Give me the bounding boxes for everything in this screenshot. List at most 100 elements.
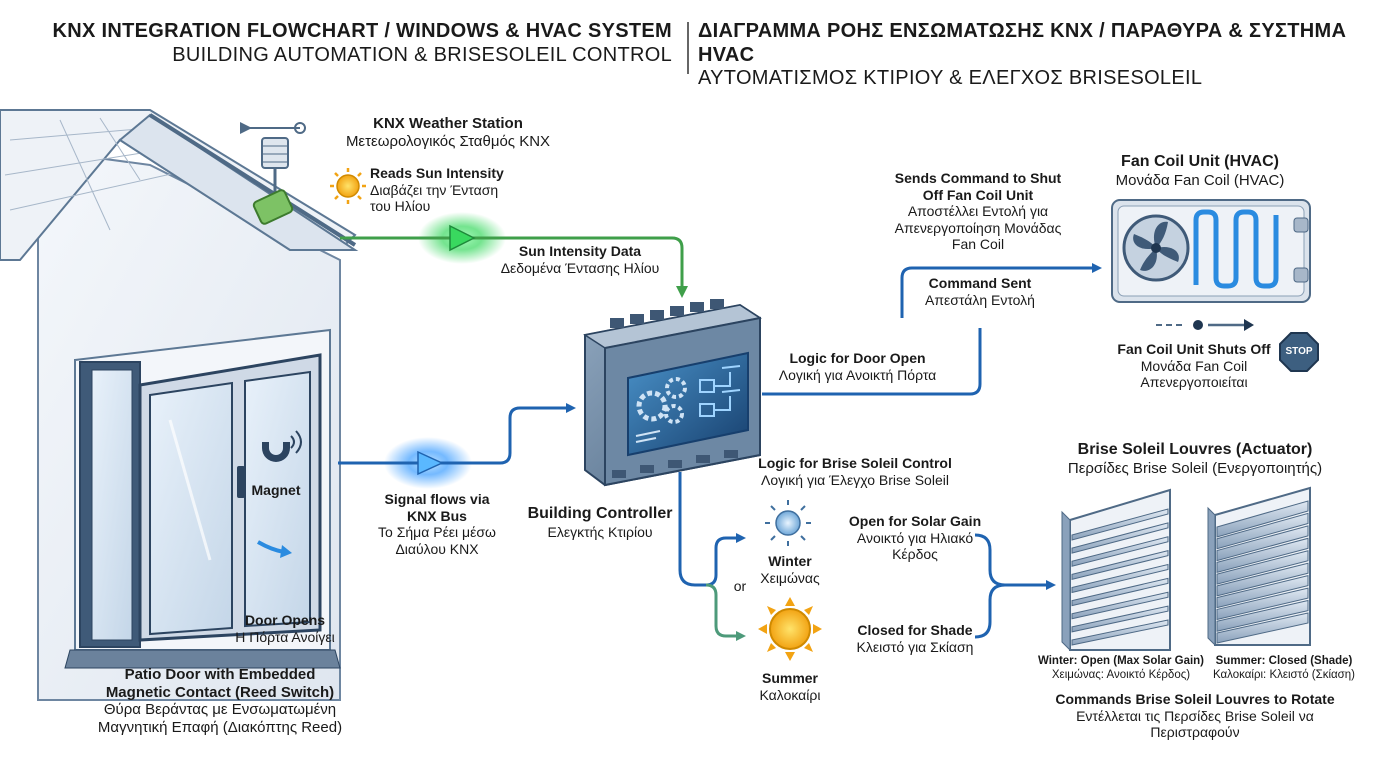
closed-shade-label: Closed for Shade Κλειστό για Σκίαση xyxy=(835,622,995,655)
patio-door-title-1: Patio Door with Embedded xyxy=(124,666,316,683)
subtitle-gr: ΑΥΤΟΜΑΤΙΣΜΟΣ ΚΤΙΡΙΟΥ & ΕΛΕΓΧΟΣ BRISESOLE… xyxy=(698,67,1203,90)
louvres-title-label: Brise Soleil Louvres (Actuator) Περσίδες… xyxy=(1040,441,1350,478)
door-logic-line xyxy=(762,328,982,396)
fan-coil-shuts-gr-2: Απενεργοποιείται xyxy=(1140,374,1248,391)
stop-sign-icon xyxy=(1279,332,1319,372)
sun-data-label: Sun Intensity Data Δεδομένα Έντασης Ηλίο… xyxy=(480,243,680,276)
sends-command-en-1: Sends Command to Shut xyxy=(894,170,1062,186)
command-line xyxy=(900,263,1102,318)
louvres-winter-caption: Winter: Open (Max Solar Gain) Χειμώνας: … xyxy=(1036,655,1206,682)
sends-command-gr-3: Fan Coil xyxy=(951,236,1005,253)
louvre-slat xyxy=(1071,591,1169,620)
louvre-slat xyxy=(1216,562,1309,597)
command-sent-gr: Απεστάλη Εντολή xyxy=(925,291,1035,308)
header-gr: ΔΙΑΓΡΑΜΜΑ ΡΟΗΣ ΕΝΣΩΜΑΤΩΣΗΣ KNX / ΠΑΡΑΘΥΡ… xyxy=(698,20,1368,91)
louvre-slat xyxy=(1216,537,1309,573)
controller-en: Building Controller xyxy=(527,505,673,522)
subtitle-en: BUILDING AUTOMATION & BRISESOLEIL CONTRO… xyxy=(172,43,672,66)
command-sent-en: Command Sent xyxy=(928,275,1032,291)
brise-logic-line xyxy=(678,472,706,587)
stop-sign-text: STOP xyxy=(1285,346,1313,357)
weather-station-title: KNX Weather Station xyxy=(373,115,523,132)
open-solar-label: Open for Solar Gain Ανοικτό για Ηλιακό Κ… xyxy=(835,513,995,563)
summer-label: Summer Καλοκαίρι xyxy=(750,670,830,703)
logic-door-gr: Λογική για Ανοικτή Πόρτα xyxy=(778,366,937,383)
door-opens-gr: Η Πόρτα Ανοίγει xyxy=(235,628,335,645)
sun-data-line xyxy=(340,236,688,298)
sun-data-en: Sun Intensity Data xyxy=(518,243,642,259)
louvre-slat xyxy=(1071,522,1169,554)
sends-command-gr-1: Αποστέλλει Εντολή για xyxy=(907,203,1049,220)
weather-station-icon xyxy=(240,122,306,225)
building-controller-device xyxy=(583,299,762,487)
louvre-slat xyxy=(1216,500,1309,538)
patio-door-gr-1: Θύρα Βεράντας με Ενσωματωμένη xyxy=(103,701,337,719)
patio-door-label: Patio Door with Embedded Magnetic Contac… xyxy=(40,666,400,737)
open-solar-gr-1: Ανοικτό για Ηλιακό xyxy=(856,529,974,546)
closed-shade-gr: Κλειστό για Σκίαση xyxy=(856,638,974,655)
logic-brise-label: Logic for Brise Soleil Control Λογική γι… xyxy=(740,455,970,488)
winter-branch-line xyxy=(705,533,746,587)
fan-coil-unit-illustration xyxy=(1111,199,1311,303)
fan-coil-title-gr: Μονάδα Fan Coil (HVAC) xyxy=(1115,171,1285,189)
title-en: KNX INTEGRATION FLOWCHART / WINDOWS & HV… xyxy=(52,20,672,42)
louvre-slat xyxy=(1071,563,1169,594)
signal-gr-2: Διαύλου KNX xyxy=(395,540,479,557)
winter-sun-icon xyxy=(765,500,811,546)
sun-data-gr: Δεδομένα Έντασης Ηλίου xyxy=(500,259,660,276)
open-solar-gr-2: Κέρδος xyxy=(892,546,938,563)
louvre-slat xyxy=(1071,549,1169,581)
reads-sun-label: Reads Sun Intensity Διαβάζει την Ένταση … xyxy=(370,165,530,215)
logic-door-label: Logic for Door Open Λογική για Ανοικτή Π… xyxy=(770,350,945,383)
louvre-slat xyxy=(1071,605,1169,633)
logic-brise-gr: Λογική για Έλεγχο Brise Soleil xyxy=(761,471,949,488)
louvre-slat xyxy=(1071,536,1169,567)
sends-command-label: Sends Command to Shut Off Fan Coil Unit … xyxy=(878,170,1078,253)
signal-label: Signal flows via KNX Bus Το Σήμα Ρέει μέ… xyxy=(352,491,522,557)
louvre-slat xyxy=(1216,525,1309,562)
louvre-slat xyxy=(1216,512,1309,550)
command-sent-label: Command Sent Απεστάλη Εντολή xyxy=(900,275,1060,308)
louvre-slat xyxy=(1216,550,1309,585)
louvres-summer-en: Summer: Closed (Shade) xyxy=(1215,655,1353,667)
title-gr: ΔΙΑΓΡΑΜΜΑ ΡΟΗΣ ΕΝΣΩΜΑΤΩΣΗΣ KNX / ΠΑΡΑΘΥΡ… xyxy=(698,20,1347,66)
louvre-slat xyxy=(1071,577,1169,607)
fan-coil-shuts-en: Fan Coil Unit Shuts Off xyxy=(1117,341,1271,357)
fan-coil-title-label: Fan Coil Unit (HVAC) Μονάδα Fan Coil (HV… xyxy=(1090,153,1310,190)
summer-en: Summer xyxy=(761,670,819,686)
louvres-open-illustration xyxy=(1061,488,1171,652)
louvres-summer-gr: Καλοκαίρι: Κλειστό (Σκίαση) xyxy=(1213,668,1355,681)
fan-coil-shuts-gr-1: Μονάδα Fan Coil xyxy=(1140,357,1248,374)
louvres-winter-en: Winter: Open (Max Solar Gain) xyxy=(1037,655,1205,667)
louvre-slat xyxy=(1216,612,1309,644)
magnet-label: Magnet xyxy=(251,482,301,498)
logic-door-en: Logic for Door Open xyxy=(789,350,926,366)
weather-station-title-gr: Μετεωρολογικός Σταθμός KNX xyxy=(345,132,551,150)
signal-gr-1: Το Σήμα Ρέει μέσω xyxy=(378,524,496,541)
louvres-commands-en: Commands Brise Soleil Louvres to Rotate xyxy=(1055,691,1335,707)
louvre-slat xyxy=(1216,599,1309,632)
summer-gr: Καλοκαίρι xyxy=(759,686,821,703)
louvre-slat xyxy=(1071,619,1169,646)
or-label: or xyxy=(733,578,747,594)
summer-branch-line xyxy=(705,583,746,641)
louvres-title-gr: Περσίδες Brise Soleil (Ενεργοποιητής) xyxy=(1067,459,1323,477)
fan-coil-shuts-label: Fan Coil Unit Shuts Off Μονάδα Fan Coil … xyxy=(1106,341,1282,391)
small-sun-icon xyxy=(330,168,366,204)
patio-door-illustration xyxy=(64,328,341,669)
louvres-closed-illustration xyxy=(1207,486,1311,647)
magnet-icon xyxy=(262,430,302,462)
louvres-commands-label: Commands Brise Soleil Louvres to Rotate … xyxy=(1030,691,1360,741)
logic-brise-en: Logic for Brise Soleil Control xyxy=(758,455,952,471)
louvres-title-en: Brise Soleil Louvres (Actuator) xyxy=(1077,441,1313,458)
door-opens-en: Door Opens xyxy=(244,612,326,628)
sends-command-gr-2: Απενεργοποίηση Μονάδας xyxy=(894,219,1062,236)
winter-en: Winter xyxy=(768,553,812,569)
reads-sun-en: Reads Sun Intensity xyxy=(370,165,504,181)
reads-sun-gr-2: του Ηλίου xyxy=(370,198,431,215)
winter-label: Winter Χειμώνας xyxy=(750,553,830,586)
knx-arrow-icon xyxy=(417,450,444,476)
closed-shade-en: Closed for Shade xyxy=(857,622,973,638)
door-opens-label: Door Opens Η Πόρτα Ανοίγει xyxy=(200,612,370,645)
